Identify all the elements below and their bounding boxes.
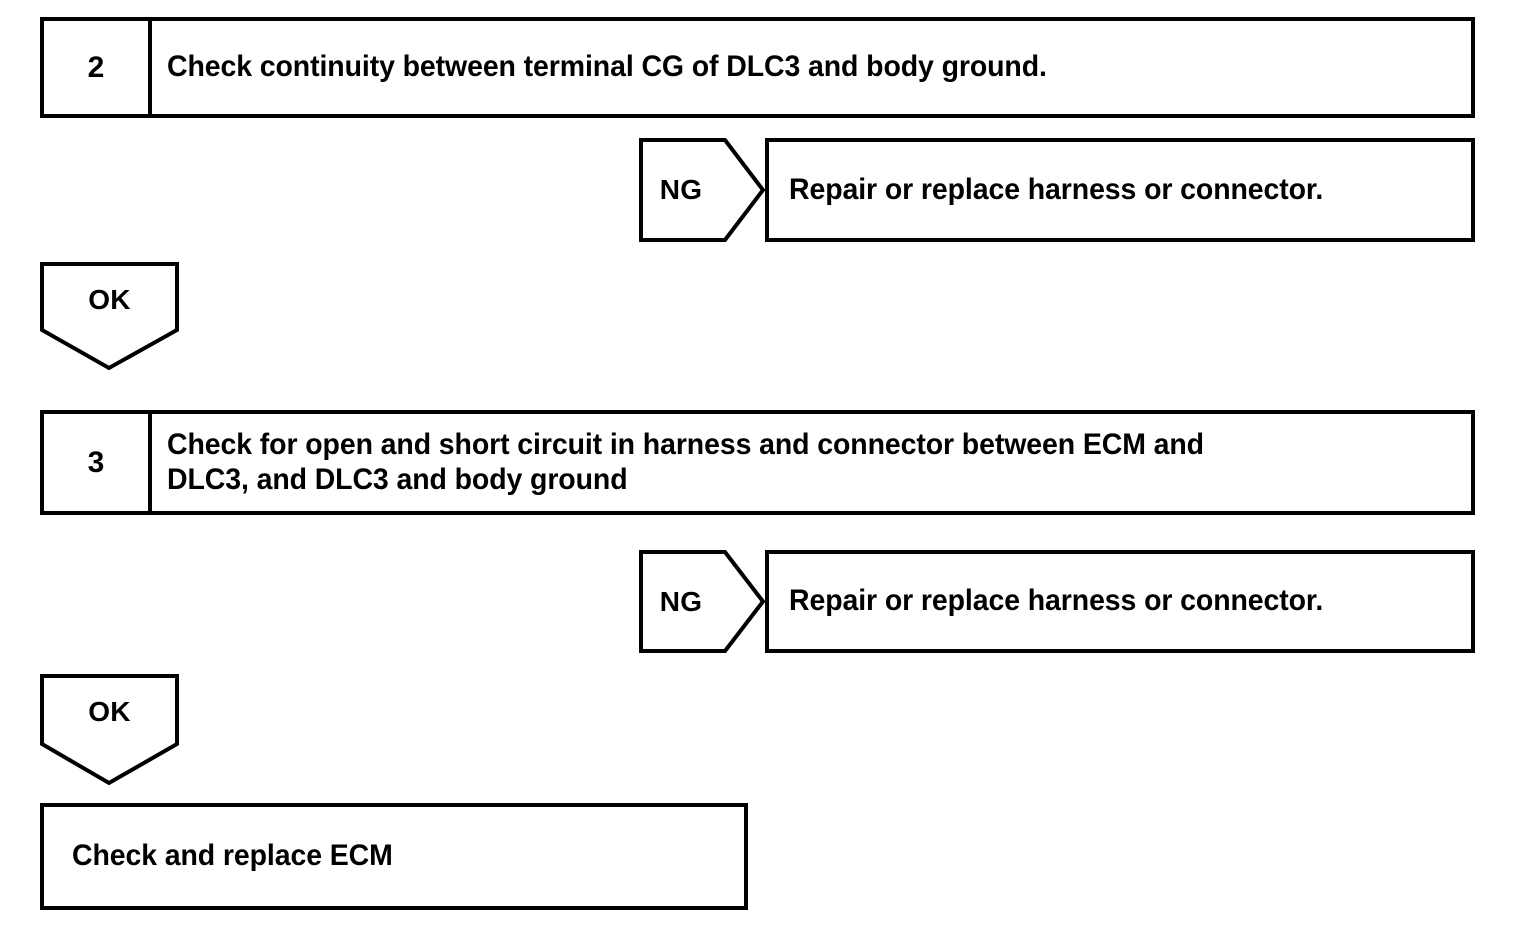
step-instruction-cell-3: Check for open and short circuit in harn…	[152, 414, 1471, 511]
ok-pentagon-shape	[40, 262, 179, 371]
ng-pentagon-shape	[639, 138, 766, 242]
ok-pentagon-shape	[40, 674, 179, 786]
step-number: 2	[87, 50, 105, 84]
pass-result-label: OK	[88, 696, 131, 727]
step-number-cell-3: 3	[44, 414, 152, 511]
step-instruction-cell-2: Check continuity between terminal CG of …	[152, 21, 1471, 114]
ng-pentagon-shape	[639, 550, 766, 653]
step-number-cell-2: 2	[44, 21, 152, 114]
pass-ok-arrow-1: OK	[40, 262, 179, 371]
branch-action-box-1[interactable]: Repair or replace harness or connector.	[765, 138, 1475, 242]
pass-ok-arrow-2: OK	[40, 674, 179, 786]
step-box-2[interactable]: 2 Check continuity between terminal CG o…	[40, 17, 1475, 118]
branch-ng-arrow-2: NG	[639, 550, 766, 653]
branch-action-text: Repair or replace harness or connector.	[789, 172, 1324, 206]
branch-action-text: Repair or replace harness or connector.	[789, 584, 1324, 618]
step-box-3[interactable]: 3 Check for open and short circuit in ha…	[40, 410, 1475, 515]
final-action-box[interactable]: Check and replace ECM	[40, 803, 748, 910]
branch-result-label: NG	[659, 174, 703, 205]
step-instruction: Check continuity between terminal CG of …	[167, 50, 1047, 84]
branch-action-box-2[interactable]: Repair or replace harness or connector.	[765, 550, 1475, 653]
branch-ng-arrow-1: NG	[639, 138, 766, 242]
final-action-text: Check and replace ECM	[72, 839, 393, 873]
pass-result-label: OK	[88, 284, 131, 315]
branch-result-label: NG	[659, 585, 703, 617]
step-instruction: Check for open and short circuit in harn…	[167, 427, 1204, 496]
step-number: 3	[87, 445, 105, 479]
